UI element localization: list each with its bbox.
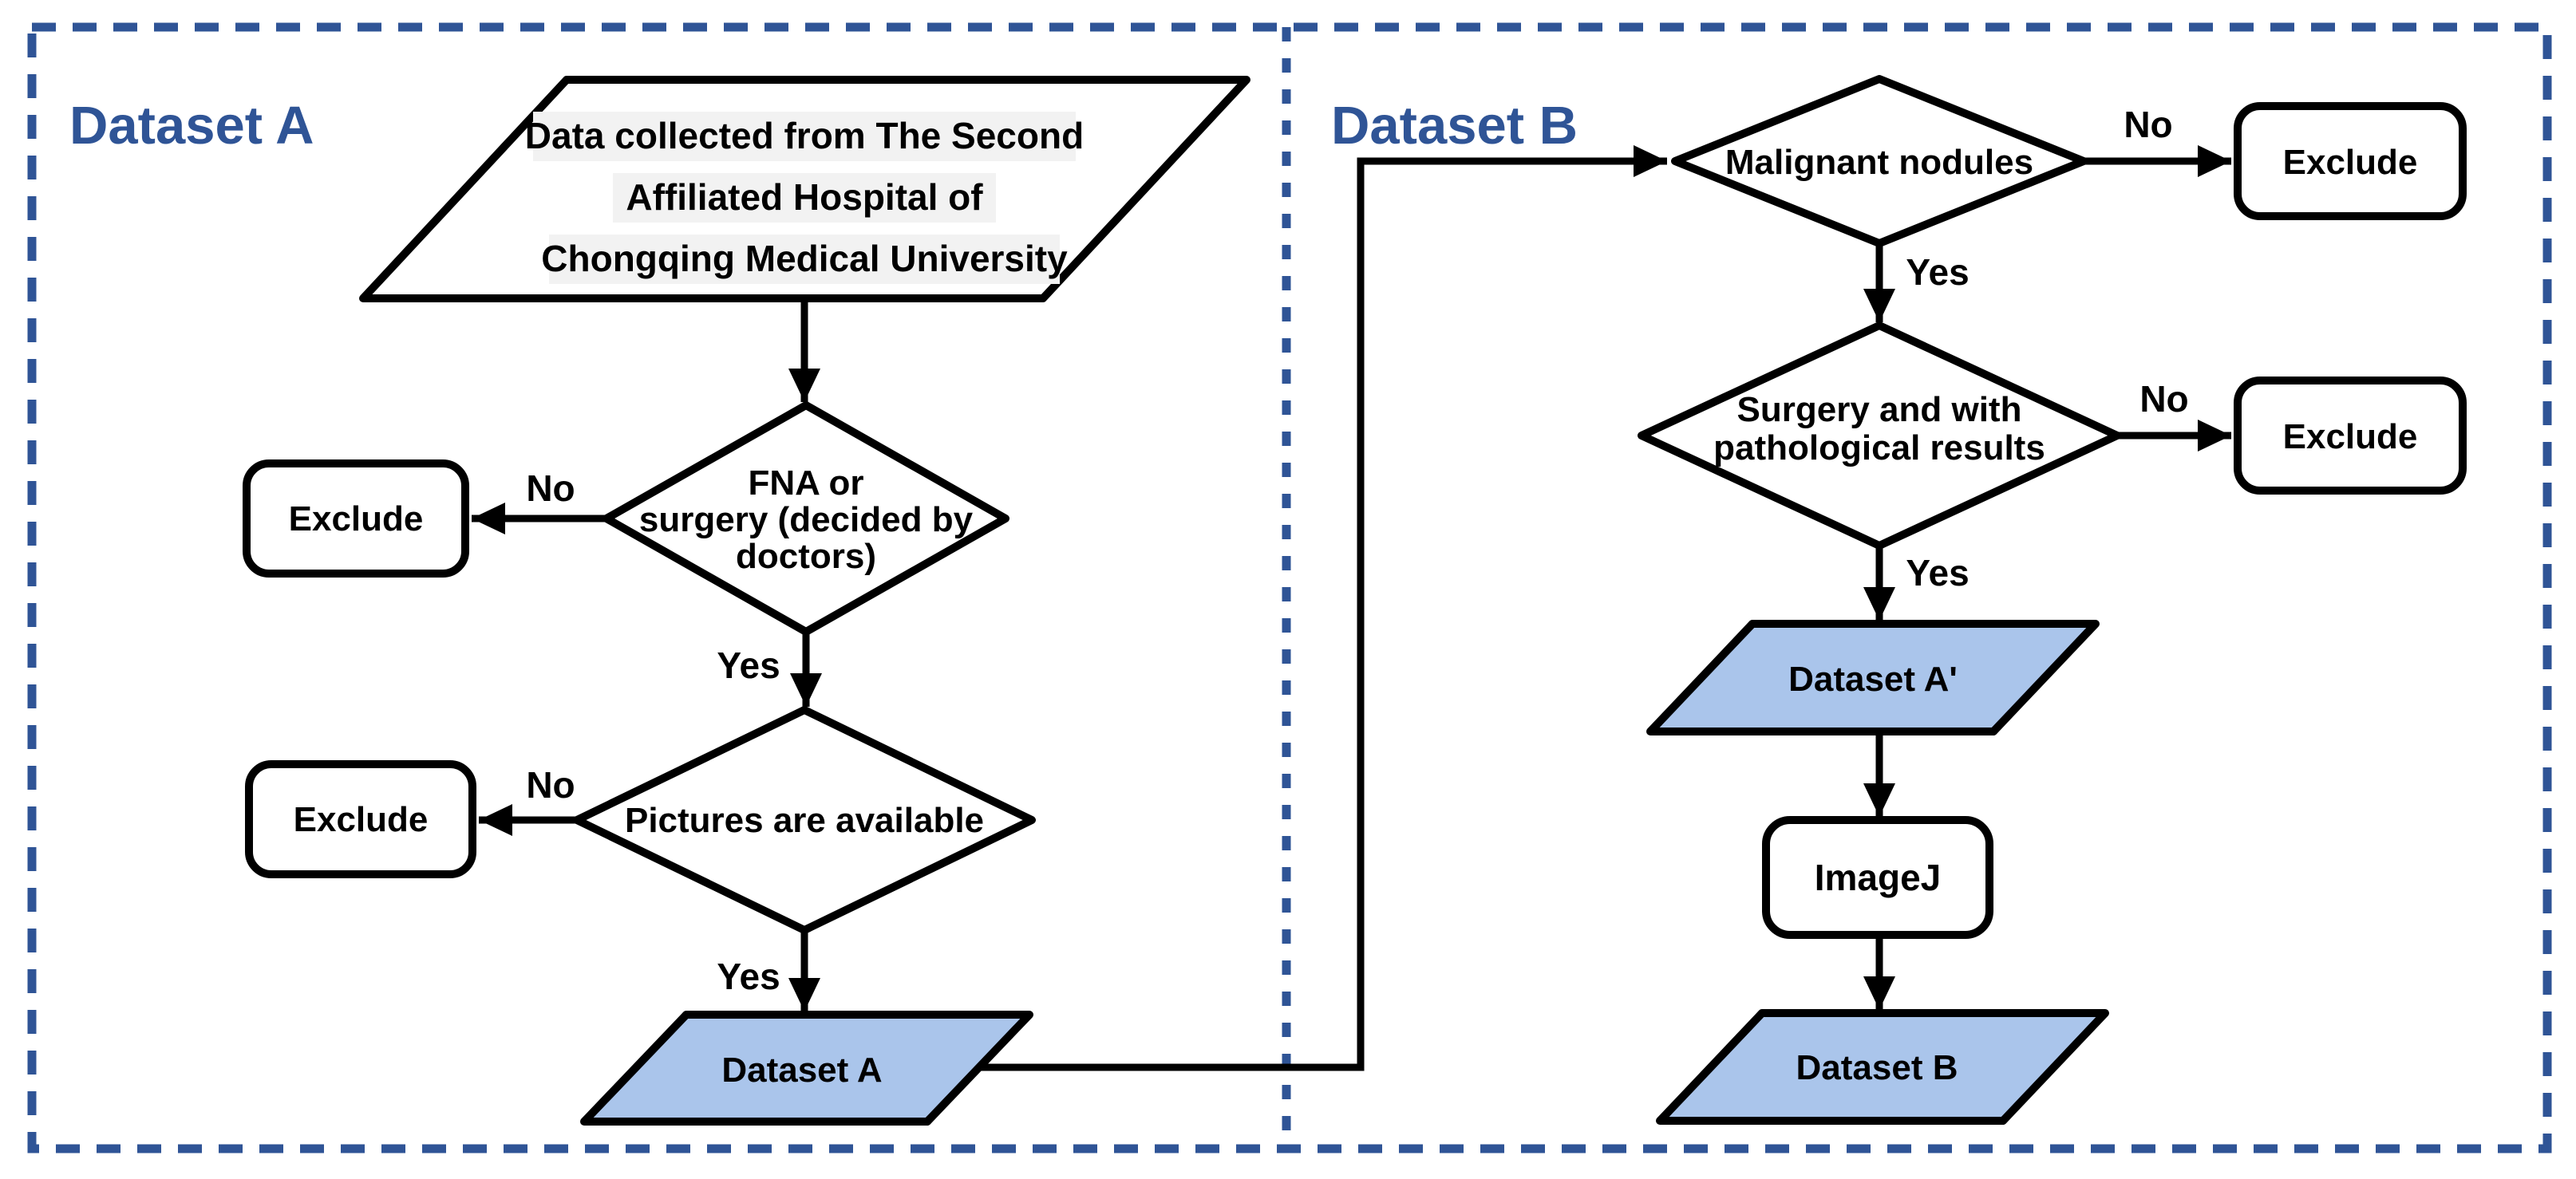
imagej-label: ImageJ: [1815, 857, 1942, 898]
malignant-no-label: No: [2124, 104, 2172, 145]
fna-exclude-box: [243, 459, 469, 578]
source-text-highlight-2: [613, 173, 996, 223]
pictures-no-label: No: [526, 764, 575, 806]
fna-yes-label: Yes: [717, 645, 780, 686]
fna-text-line-1: FNA or: [748, 463, 863, 503]
surgery-text-line-1: Surgery and with: [1737, 390, 2022, 429]
fna-text-line-2: surgery (decided by: [639, 500, 974, 539]
fna-text-line-3: doctors): [736, 537, 876, 576]
surgery-exclude-box: [2234, 377, 2467, 495]
dataset-a-title: Dataset A: [69, 96, 314, 156]
dataset-b-section: Dataset B Malignant nodules No Exclude Y…: [1331, 75, 2467, 1125]
connector-dataset-a-to-b: [979, 145, 1667, 1071]
dataset-b-parallelogram: [1656, 1009, 2109, 1125]
malignant-yes-label: Yes: [1906, 251, 1969, 293]
surgery-exclude-label: Exclude: [2283, 417, 2418, 456]
surgery-no-label: No: [2139, 378, 2188, 420]
fna-no-label: No: [526, 467, 575, 509]
dataset-a-prime-label: Dataset A': [1788, 660, 1958, 699]
fna-exclude-label: Exclude: [289, 499, 424, 538]
malignant-text-line-1: Malignant nodules: [1725, 143, 2033, 182]
dataset-a-section: Dataset A Data collected from The Second…: [69, 76, 1250, 1126]
surgery-yes-label: Yes: [1906, 552, 1969, 593]
dataset-b-result-label: Dataset B: [1796, 1048, 1958, 1087]
dataset-a-prime-parallelogram: [1646, 620, 2100, 735]
pictures-text-line-1: Pictures are available: [625, 801, 984, 840]
dataset-a-result-label: Dataset A: [721, 1051, 882, 1090]
source-text-line-3: Chongqing Medical University: [541, 238, 1068, 279]
malignant-exclude-box: [2234, 102, 2467, 220]
source-text-highlight-1: [533, 112, 1076, 161]
source-text-highlight-3: [549, 235, 1060, 284]
surgery-text-line-2: pathological results: [1713, 428, 2045, 467]
pictures-exclude-box: [245, 760, 476, 878]
pictures-exclude-label: Exclude: [294, 800, 429, 839]
dataset-b-title: Dataset B: [1331, 96, 1578, 156]
dataset-a-parallelogram: [580, 1011, 1033, 1126]
malignant-exclude-label: Exclude: [2283, 143, 2418, 182]
pictures-yes-label: Yes: [717, 956, 780, 997]
source-text-line-2: Affiliated Hospital of: [626, 176, 983, 218]
source-text-line-1: Data collected from The Second: [525, 115, 1084, 156]
